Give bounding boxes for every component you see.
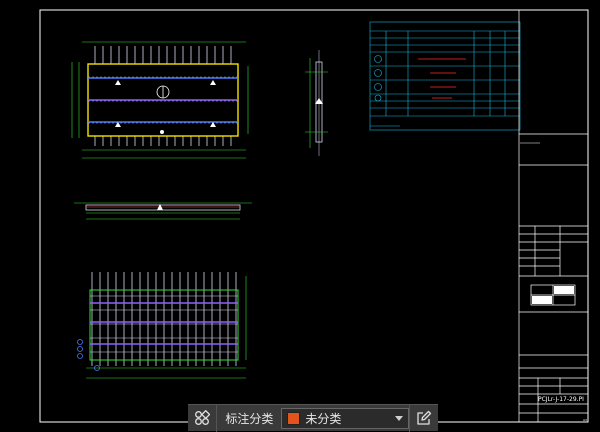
annotation-toolbar: 标注分类 未分类 [188,404,438,432]
layout-grid-button[interactable] [188,404,218,432]
side-section-view [305,50,328,156]
edit-annotation-button[interactable] [408,404,438,432]
rebar-shape-marks [418,58,466,99]
edit-note-icon [417,410,432,425]
category-label: 标注分类 [225,411,274,426]
elevation-view [74,202,252,220]
title-block [518,10,588,422]
svg-text:A3: A3 [583,418,587,422]
drawing-number-label: PCJLr-J-17-29.PI [538,396,584,403]
plan-view [71,41,249,159]
category-select-value: 未分类 [305,411,342,426]
category-select[interactable]: 未分类 [281,407,409,429]
reinforcement-plan-view [77,272,247,379]
category-color-swatch [287,411,301,425]
materials-table [369,21,521,131]
grid-icon [195,410,211,425]
chevron-down-icon [394,415,403,421]
